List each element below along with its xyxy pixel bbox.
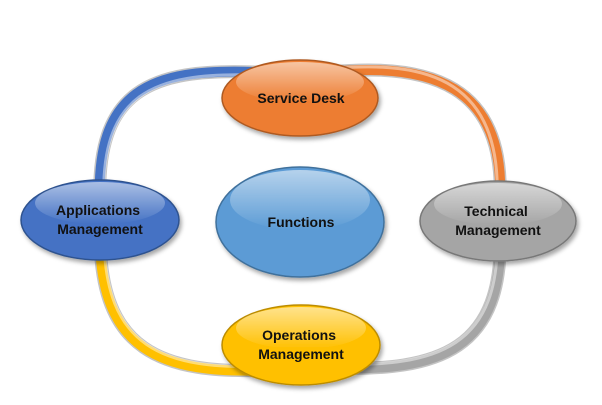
connector-bottom-left-stroke	[95, 230, 275, 376]
node-functions	[215, 166, 385, 278]
connector-bottom-left	[93, 228, 277, 378]
node-technical-management	[419, 180, 577, 262]
node-technical-management-label-line2: Management	[455, 222, 541, 238]
node-operations-management	[221, 304, 381, 386]
node-technical-management-label-line1: Technical	[464, 203, 528, 219]
node-operations-management-label-line2: Management	[258, 346, 344, 362]
connector-right-bottom-stroke	[325, 225, 506, 374]
node-applications-management-label-line1: Applications	[56, 202, 140, 218]
node-service-desk	[221, 59, 379, 137]
connector-left-top-stroke	[94, 66, 260, 210]
node-operations-management-label-line1: Operations	[262, 327, 336, 343]
node-service-desk-label: Service Desk	[257, 90, 344, 106]
node-operations-management-label: Operations Management	[258, 327, 344, 362]
node-applications-management	[20, 179, 180, 261]
node-functions-label: Functions	[268, 214, 335, 230]
connector-top-right	[323, 63, 507, 207]
connector-top-right-stroke	[325, 64, 506, 205]
node-technical-management-label: Technical Management	[455, 203, 541, 238]
node-applications-management-label-line2: Management	[57, 221, 143, 237]
connector-left-top	[93, 65, 262, 212]
node-applications-management-label: Applications Management	[56, 202, 144, 237]
